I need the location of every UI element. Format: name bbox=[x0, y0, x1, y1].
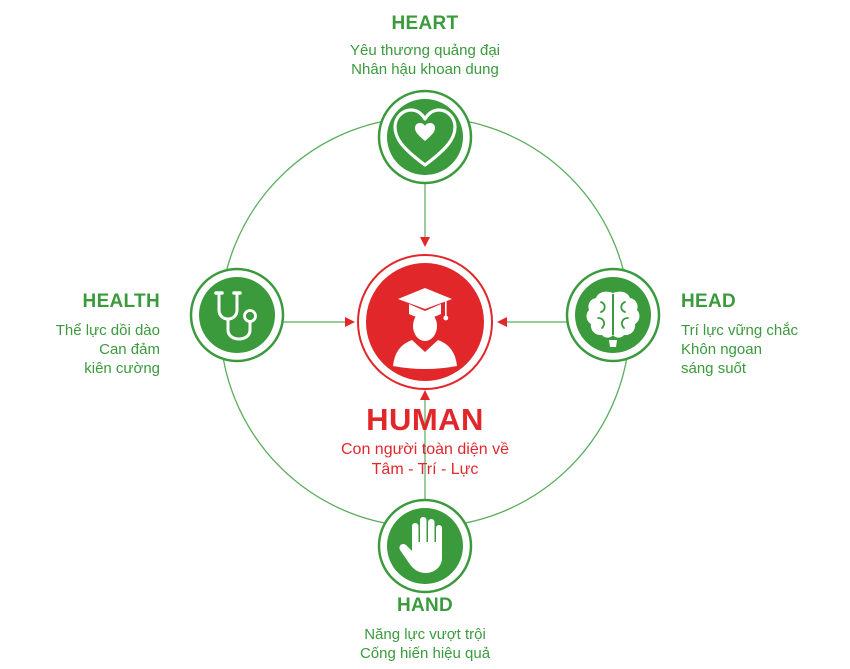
health-line-2: Can đảm bbox=[99, 341, 160, 358]
heart-icon bbox=[393, 108, 457, 167]
health-node bbox=[189, 267, 285, 363]
human-title: HUMAN bbox=[366, 402, 484, 437]
head-line-1: Trí lực vững chắc bbox=[681, 322, 799, 339]
heart-line-1: Yêu thương quảng đại bbox=[350, 42, 500, 59]
stethoscope-icon bbox=[214, 291, 257, 341]
health-title: HEALTH bbox=[82, 291, 160, 312]
health-line-3: kiên cường bbox=[84, 360, 160, 377]
health-label: HEALTH Thể lực dồi dào Can đảm kiên cườn… bbox=[30, 291, 160, 378]
heart-label: HEART Yêu thương quảng đại Nhân hậu khoa… bbox=[325, 13, 525, 79]
human-line-2: Tâm - Trí - Lực bbox=[371, 461, 479, 478]
heart-title: HEART bbox=[391, 13, 459, 34]
human-node bbox=[357, 254, 493, 390]
hand-line-1: Năng lực vượt trội bbox=[364, 626, 486, 643]
heart-line-2: Nhân hậu khoan dung bbox=[351, 61, 499, 78]
hand-label: HAND Năng lực vượt trội Cống hiến hiệu q… bbox=[325, 595, 525, 663]
head-node bbox=[565, 267, 661, 363]
head-label: HEAD Trí lực vững chắc Khôn ngoan sáng s… bbox=[681, 291, 798, 378]
head-title: HEAD bbox=[681, 291, 737, 312]
hand-line-2: Cống hiến hiệu quả bbox=[359, 645, 491, 662]
human-label: HUMAN Con người toàn diện về Tâm - Trí -… bbox=[300, 402, 550, 480]
hand-node bbox=[377, 498, 473, 594]
head-line-3: sáng suốt bbox=[681, 360, 747, 377]
head-line-2: Khôn ngoan bbox=[681, 341, 762, 358]
hand-icon bbox=[399, 517, 442, 573]
heart-node bbox=[377, 89, 473, 185]
human-line-1: Con người toàn diện về bbox=[341, 441, 509, 458]
health-line-1: Thể lực dồi dào bbox=[55, 322, 160, 339]
graduate-icon bbox=[393, 288, 457, 369]
hand-title: HAND bbox=[396, 595, 454, 616]
brain-icon bbox=[586, 291, 640, 347]
